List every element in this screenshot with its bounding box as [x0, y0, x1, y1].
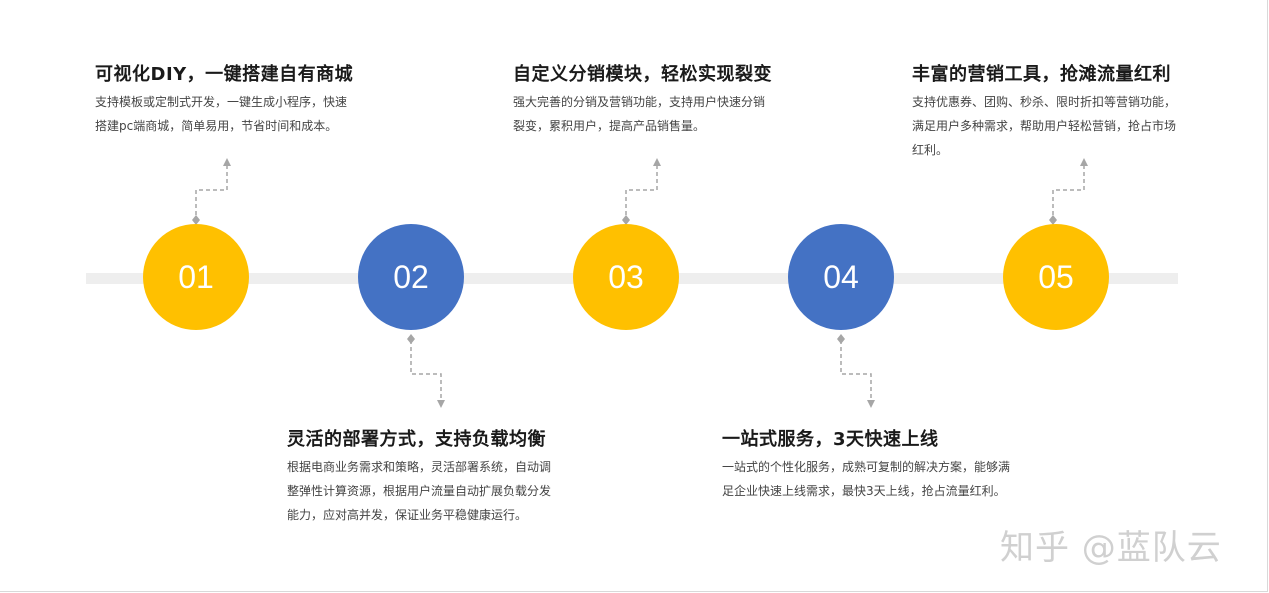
step-title: 丰富的营销工具，抢滩流量红利 [912, 64, 1171, 85]
step-circle-02: 02 [358, 224, 464, 330]
step-circle-03: 03 [573, 224, 679, 330]
step-description: 根据电商业务需求和策略，灵活部署系统，自动调 整弹性计算资源，根据用户流量自动扩… [287, 455, 551, 527]
step-circle-04: 04 [788, 224, 894, 330]
desc-line: 能力，应对高并发，保证业务平稳健康运行。 [287, 508, 528, 522]
step-text-02: 灵活的部署方式，支持负载均衡 根据电商业务需求和策略，灵活部署系统，自动调 整弹… [287, 425, 551, 527]
desc-line: 一站式的个性化服务，成熟可复制的解决方案，能够满 [722, 460, 1011, 474]
connector-04 [840, 340, 872, 402]
step-number: 03 [608, 258, 644, 295]
desc-line: 根据电商业务需求和策略，灵活部署系统，自动调 [287, 460, 552, 474]
step-title: 可视化DIY，一键搭建自有商城 [95, 64, 354, 85]
step-circle-01: 01 [143, 224, 249, 330]
step-text-04: 一站式服务，3天快速上线 一站式的个性化服务，成熟可复制的解决方案，能够满 足企… [722, 425, 1010, 503]
diamond-03 [622, 215, 630, 225]
step-number: 01 [178, 258, 214, 295]
step-description: 一站式的个性化服务，成熟可复制的解决方案，能够满 足企业快速上线需求，最快3天上… [722, 455, 1010, 503]
step-description: 支持优惠券、团购、秒杀、限时折扣等营销功能， 满足用户多种需求，帮助用户轻松营销… [912, 90, 1176, 162]
step-title: 自定义分销模块，轻松实现裂变 [513, 64, 772, 85]
desc-line: 支持优惠券、团购、秒杀、限时折扣等营销功能， [912, 95, 1177, 109]
desc-line: 强大完善的分销及营销功能，支持用户快速分销 [513, 95, 766, 109]
arrowhead-02 [437, 400, 445, 408]
step-description: 强大完善的分销及营销功能，支持用户快速分销 裂变，累积用户，提高产品销售量。 [513, 90, 772, 138]
connector-01 [195, 164, 228, 222]
step-text-05: 丰富的营销工具，抢滩流量红利 支持优惠券、团购、秒杀、限时折扣等营销功能， 满足… [912, 60, 1176, 162]
step-number: 02 [393, 258, 429, 295]
desc-line: 搭建pc端商城，简单易用，节省时间和成本。 [95, 119, 338, 133]
step-text-03: 自定义分销模块，轻松实现裂变 强大完善的分销及营销功能，支持用户快速分销 裂变，… [513, 60, 772, 138]
step-title: 灵活的部署方式，支持负载均衡 [287, 429, 546, 450]
desc-line: 满足用户多种需求，帮助用户轻松营销，抢占市场 [912, 119, 1177, 133]
connector-03 [625, 164, 658, 222]
arrowhead-01 [223, 158, 231, 166]
step-description: 支持模板或定制式开发，一键生成小程序，快速 搭建pc端商城，简单易用，节省时间和… [95, 90, 353, 138]
arrowhead-05 [1080, 158, 1088, 166]
step-circle-05: 05 [1003, 224, 1109, 330]
desc-line: 裂变，累积用户，提高产品销售量。 [513, 119, 706, 133]
step-text-01: 可视化DIY，一键搭建自有商城 支持模板或定制式开发，一键生成小程序，快速 搭建… [95, 60, 353, 138]
watermark: 知乎 @蓝队云 [1000, 528, 1222, 568]
diamond-02 [407, 334, 415, 344]
desc-line: 红利。 [912, 143, 949, 157]
step-number: 05 [1038, 258, 1074, 295]
desc-line: 整弹性计算资源，根据用户流量自动扩展负载分发 [287, 484, 552, 498]
step-title: 一站式服务，3天快速上线 [722, 429, 939, 450]
arrowhead-04 [867, 400, 875, 408]
desc-line: 支持模板或定制式开发，一键生成小程序，快速 [95, 95, 348, 109]
arrowhead-03 [653, 158, 661, 166]
diamond-01 [192, 215, 200, 225]
desc-line: 足企业快速上线需求，最快3天上线，抢占流量红利。 [722, 484, 1006, 498]
step-number: 04 [823, 258, 859, 295]
connector-02 [410, 340, 442, 402]
diamond-04 [837, 334, 845, 344]
diamond-05 [1049, 215, 1057, 225]
connector-05 [1052, 164, 1085, 222]
